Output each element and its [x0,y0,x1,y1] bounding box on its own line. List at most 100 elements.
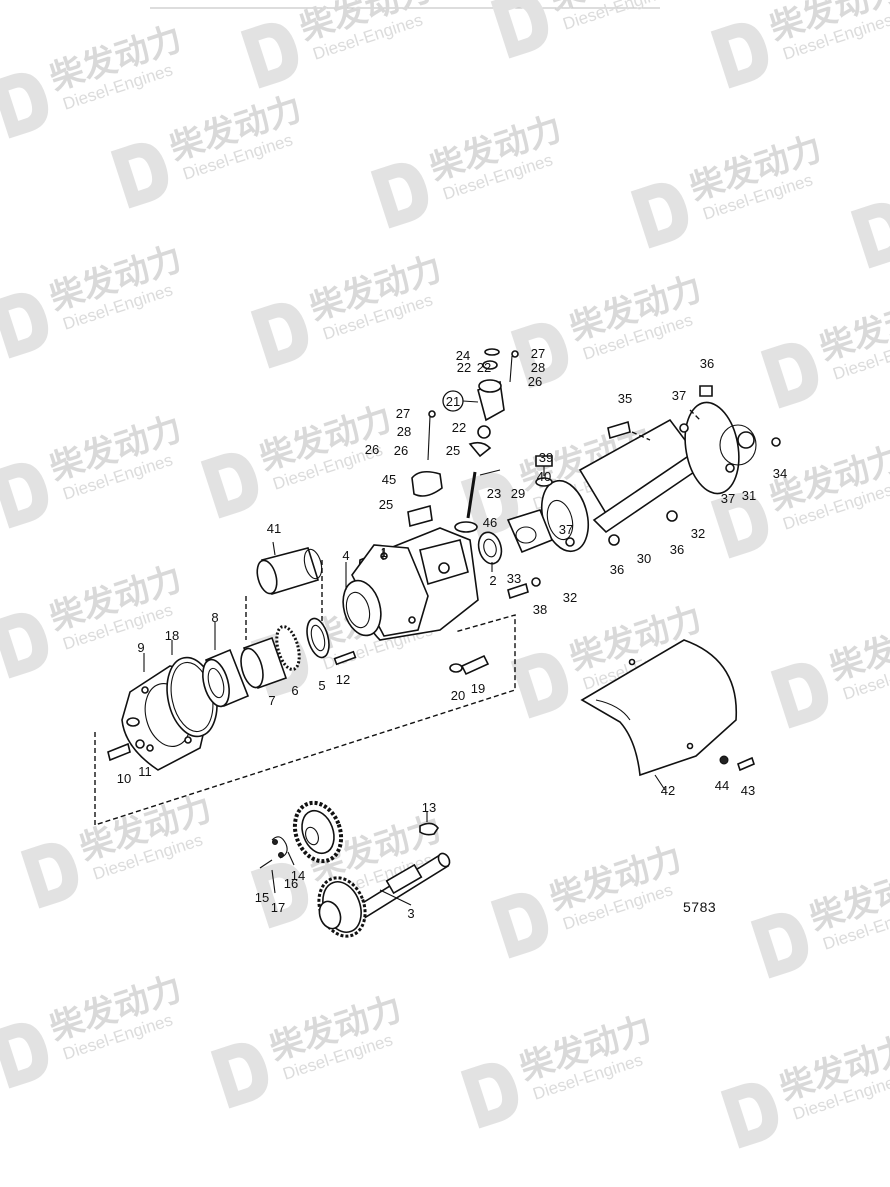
callout-26: 26 [365,442,379,457]
watermark-logo [0,292,49,359]
callout-32: 32 [563,590,577,605]
callout-45: 45 [382,472,396,487]
watermark-logo [200,452,259,519]
callout-13: 13 [422,800,436,815]
guard-cover [580,639,755,777]
watermark-logo [240,22,299,89]
callout-28-dup-4: 28 [531,360,545,375]
watermark-logo [720,1082,779,1149]
callout-12: 12 [336,672,350,687]
callout-38: 38 [533,602,547,617]
callout-11: 11 [138,764,152,779]
callout-43: 43 [741,783,755,798]
callout-25-dup-1: 25 [446,443,460,458]
watermark-logo [0,462,49,529]
callout-37-dup-8: 37 [559,522,573,537]
callout-21: 21 [446,394,460,409]
callout-14: 14 [291,868,305,883]
callout-19: 19 [471,681,485,696]
callout-34: 34 [773,466,787,481]
callout-16: 16 [284,876,298,891]
callout-23: 23 [487,486,501,501]
callout-40: 40 [537,469,551,484]
assembly-boundary [94,409,701,826]
callout-22-dup-0: 22 [452,420,466,435]
callout-27: 27 [396,406,410,421]
callout-37: 37 [672,388,686,403]
callout-33: 33 [507,571,521,586]
callout-18: 18 [165,628,179,643]
watermark-logo [0,612,49,679]
callout-3: 3 [407,906,414,921]
callout-46: 46 [483,515,497,530]
callout-1: 1 [380,545,387,560]
callout-2: 2 [489,573,496,588]
watermark-logo [460,472,519,539]
callout-5: 5 [318,678,325,693]
callout-31: 31 [742,488,756,503]
watermark-logo [710,492,769,559]
callout-10: 10 [117,771,131,786]
callout-32-dup-9: 32 [691,526,705,541]
drawing-number: 5783 [683,899,716,915]
callout-28: 28 [397,424,411,439]
watermark-logo [750,912,809,979]
watermark-logo [710,22,769,89]
callout-26-dup-2: 26 [528,374,542,389]
callout-26-dup-11: 26 [394,443,408,458]
watermark-logo [510,652,569,719]
callout-22: 22 [477,360,491,375]
callout-22-dup-10: 22 [457,360,471,375]
watermark-logo [110,142,169,209]
callout-9: 9 [137,640,144,655]
callout-21-ring [442,390,464,412]
callout-44: 44 [715,778,729,793]
callout-8: 8 [211,610,218,625]
callout-25: 25 [379,497,393,512]
watermark-logo [760,342,819,409]
callout-36: 36 [670,542,684,557]
callout-30: 30 [637,551,651,566]
watermark-logo [850,202,890,269]
leader-lines [143,400,666,906]
callout-42: 42 [661,783,675,798]
callout-36-dup-5: 36 [700,356,714,371]
watermark-logo [490,0,549,59]
watermark-logo [770,662,829,729]
callout-7: 7 [268,693,275,708]
regulator-top-parts [407,348,519,528]
watermark-logo [210,1042,269,1109]
callout-6: 6 [291,683,298,698]
callout-17: 17 [271,900,285,915]
watermark-logo [510,322,569,389]
watermark-logo [20,842,79,909]
callout-4: 4 [342,548,349,563]
watermark-logo [0,72,49,139]
watermark-logo [250,302,309,369]
watermark-logo [0,1022,49,1089]
callout-15: 15 [255,890,269,905]
watermark-logo [250,862,309,929]
callout-41: 41 [267,521,281,536]
callout-27-dup-3: 27 [531,346,545,361]
